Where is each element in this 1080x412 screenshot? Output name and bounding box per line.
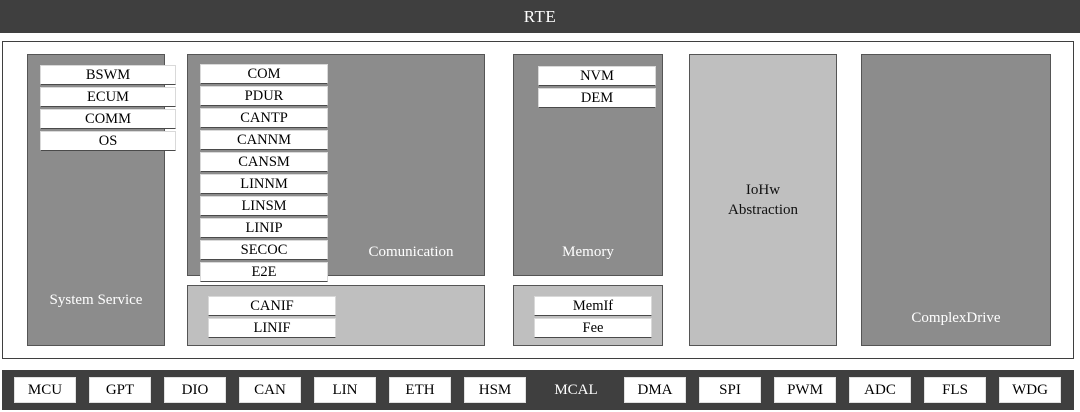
block-iohw-abstraction: IoHw Abstraction	[689, 54, 837, 346]
module-chip: CANSM	[200, 152, 328, 172]
mcal-module-chip: GPT	[89, 377, 151, 403]
mcal-module-chip: DIO	[164, 377, 226, 403]
mcal-module-chip: LIN	[314, 377, 376, 403]
module-chip: E2E	[200, 262, 328, 282]
block-complex-drive: ComplexDrive	[861, 54, 1051, 346]
module-chip: MemIf	[534, 296, 652, 316]
memory-interface-module-list: MemIf Fee	[534, 286, 652, 340]
module-chip: LINIF	[208, 318, 336, 338]
module-chip: LINIP	[200, 218, 328, 238]
system-service-module-list: BSWM ECUM COMM OS	[28, 55, 188, 153]
block-caption-system-service: System Service	[49, 292, 143, 308]
block-caption-memory: Memory	[562, 244, 614, 260]
mcal-layer-bar: MCU GPT DIO CAN LIN ETH HSM MCAL DMA SPI…	[2, 370, 1074, 410]
module-chip: COM	[200, 64, 328, 84]
block-memory: NVM DEM Memory	[513, 54, 663, 276]
block-memory-interface: MemIf Fee	[513, 285, 663, 346]
mcal-module-chip: MCU	[14, 377, 76, 403]
mcal-module-chip: ADC	[849, 377, 911, 403]
block-communication: COM PDUR CANTP CANNM CANSM LINNM LINSM L…	[187, 54, 485, 282]
rte-layer-bar: RTE	[0, 0, 1080, 33]
module-chip: ECUM	[40, 87, 176, 107]
mcal-module-chip: CAN	[239, 377, 301, 403]
module-chip: CANNM	[200, 130, 328, 150]
mcal-module-chip: SPI	[699, 377, 761, 403]
rte-label: RTE	[523, 6, 557, 26]
block-caption-complex-drive: ComplexDrive	[911, 310, 1001, 326]
module-chip: CANTP	[200, 108, 328, 128]
mcal-module-chip: ETH	[389, 377, 451, 403]
block-caption-communication: Comunication	[368, 244, 454, 260]
module-chip: LINNM	[200, 174, 328, 194]
module-chip: PDUR	[200, 86, 328, 106]
block-caption-iohw-abstraction: IoHw Abstraction	[728, 182, 798, 218]
module-chip: BSWM	[40, 65, 176, 85]
mcal-module-chip: FLS	[924, 377, 986, 403]
block-communication-interface: CANIF LINIF	[187, 285, 485, 346]
mcal-module-chip: HSM	[464, 377, 526, 403]
communication-module-list: COM PDUR CANTP CANNM CANSM LINNM LINSM L…	[200, 55, 328, 284]
module-chip: Fee	[534, 318, 652, 338]
module-chip: LINSM	[200, 196, 328, 216]
block-system-service: BSWM ECUM COMM OS System Service	[27, 54, 176, 346]
module-chip: DEM	[538, 88, 656, 108]
mcal-module-chip: PWM	[774, 377, 836, 403]
mcal-module-chip: WDG	[999, 377, 1061, 403]
module-chip: COMM	[40, 109, 176, 129]
module-chip: NVM	[538, 66, 656, 86]
module-chip: OS	[40, 131, 176, 151]
mcal-label: MCAL	[554, 381, 598, 398]
module-chip: CANIF	[208, 296, 336, 316]
module-chip: SECOC	[200, 240, 328, 260]
mcal-module-chip: DMA	[624, 377, 686, 403]
basic-software-panel: BSWM ECUM COMM OS System Service COM PDU…	[2, 41, 1074, 359]
communication-interface-module-list: CANIF LINIF	[208, 286, 336, 340]
memory-module-list: NVM DEM	[538, 55, 656, 110]
